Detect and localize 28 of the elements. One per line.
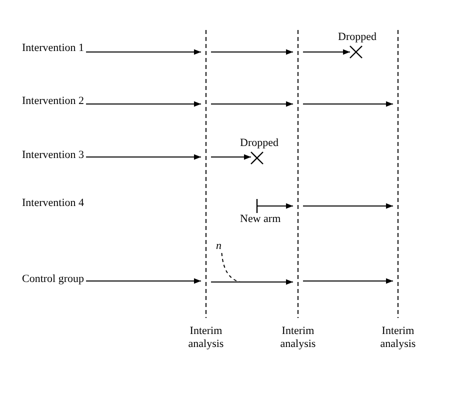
row-label: Control group bbox=[22, 273, 84, 286]
arrow bbox=[256, 198, 294, 214]
arrow bbox=[86, 278, 202, 284]
arrow bbox=[302, 203, 394, 209]
leader-line bbox=[221, 252, 240, 282]
arrow bbox=[86, 101, 202, 107]
arrow bbox=[86, 154, 202, 160]
row-label: Intervention 2 bbox=[22, 95, 84, 108]
arrow bbox=[210, 49, 294, 55]
row-label: Intervention 3 bbox=[22, 149, 84, 162]
sample-size-label: n bbox=[216, 240, 222, 253]
arrow bbox=[302, 278, 394, 284]
cross-icon bbox=[350, 46, 362, 58]
row-label: Intervention 1 bbox=[22, 42, 84, 55]
arrow bbox=[86, 49, 202, 55]
status-label: Dropped bbox=[338, 31, 376, 44]
arrow bbox=[210, 154, 252, 160]
axis-label: Interim analysis bbox=[379, 325, 417, 351]
arrow bbox=[302, 101, 394, 107]
arrow bbox=[210, 279, 294, 285]
axis-label: Interim analysis bbox=[187, 325, 225, 351]
arrow bbox=[210, 101, 294, 107]
axis-label: Interim analysis bbox=[279, 325, 317, 351]
arm-label: New arm bbox=[240, 213, 281, 226]
status-label: Dropped bbox=[240, 137, 278, 150]
row-label: Intervention 4 bbox=[22, 197, 84, 210]
cross-icon bbox=[250, 152, 264, 164]
arrow bbox=[302, 49, 350, 55]
